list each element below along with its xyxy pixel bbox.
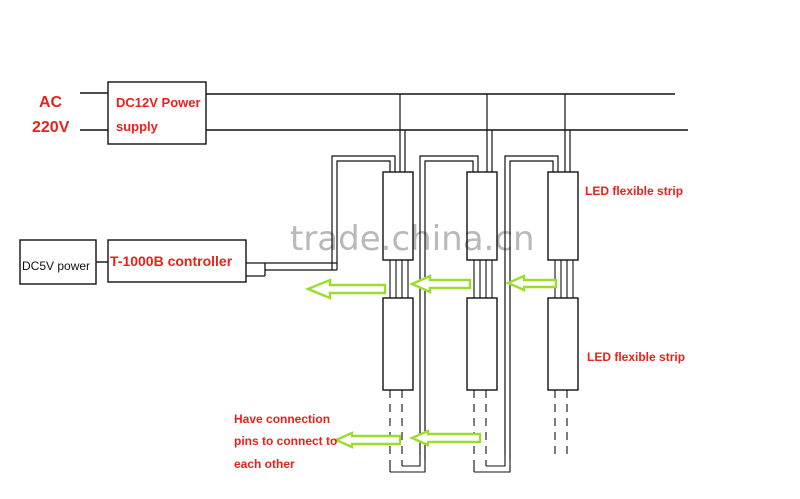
dc12v-bus-lines: [206, 93, 688, 131]
voltage-label: 220V: [32, 119, 70, 136]
arrow-left-4: [333, 431, 402, 449]
psu-label-line1: DC12V Power: [116, 95, 201, 110]
note-line1: Have connection: [234, 412, 330, 426]
controller-box: [107, 239, 247, 283]
dc5v-label: DC5V power: [22, 259, 90, 273]
psu-box: [107, 81, 207, 145]
arrow-left-5: [409, 429, 482, 447]
led-strip-column-3: [547, 171, 579, 458]
note-line3: each other: [234, 457, 295, 471]
loop-wires: [331, 155, 559, 460]
watermark-text: trade.china.cn: [290, 219, 535, 259]
strip-label-bottom: LED flexible strip: [587, 350, 685, 364]
note-line2: pins to connect to: [234, 434, 337, 448]
psu-label-line2: supply: [116, 119, 159, 134]
ac-label: AC: [39, 94, 63, 111]
data-flow-arrows: [304, 274, 558, 449]
ac-input-lines: [80, 92, 108, 131]
led-strip-column-2: [466, 171, 511, 473]
arrow-left-1: [304, 278, 387, 300]
arrow-left-3: [505, 274, 558, 292]
bus-drop-wires: [399, 94, 571, 172]
arrow-left-2: [409, 274, 472, 294]
controller-label: T-1000B controller: [110, 253, 233, 269]
led-strip-column-1: [382, 171, 426, 473]
controller-output-wires: [246, 262, 337, 277]
strip-label-top: LED flexible strip: [585, 184, 683, 198]
